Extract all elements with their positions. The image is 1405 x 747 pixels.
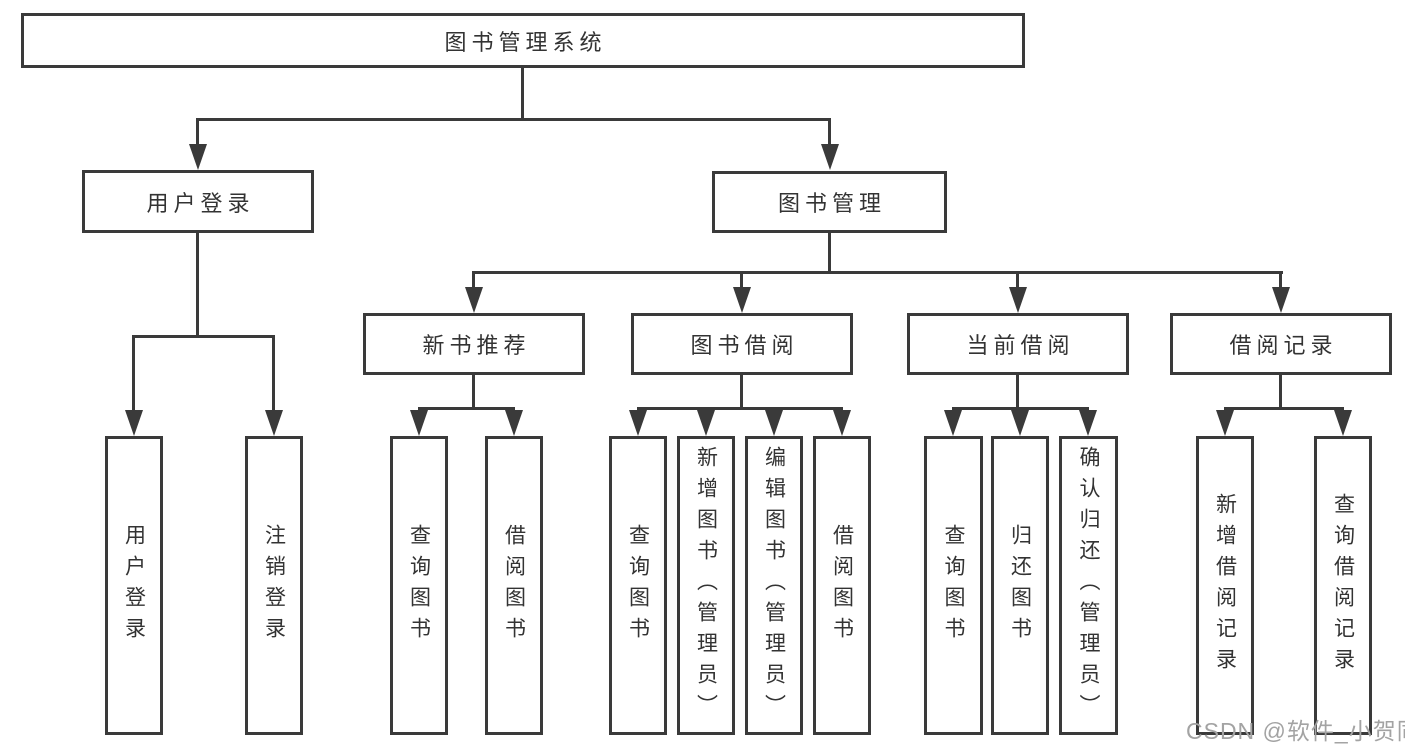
arrowhead-down-icon xyxy=(629,410,647,436)
leaf-query-book-current-label: 查询图书 xyxy=(942,523,965,648)
leaf-add-book-admin: 新增图书（管理员） xyxy=(677,436,735,735)
node-root-label: 图书管理系统 xyxy=(444,29,607,55)
connector-line xyxy=(196,118,199,148)
node-new-book-recommend: 新书推荐 xyxy=(363,313,585,375)
csdn-watermark: CSDN @软件_小贺同学 xyxy=(1186,718,1405,744)
node-borrowing-records: 借阅记录 xyxy=(1170,313,1392,375)
connector-line xyxy=(272,335,275,415)
connector-user-login-branch xyxy=(133,335,275,338)
arrowhead-down-icon xyxy=(465,287,483,313)
leaf-query-book-recommend: 查询图书 xyxy=(390,436,448,735)
arrowhead-down-icon xyxy=(125,410,143,436)
leaf-query-book-borrowing-label: 查询图书 xyxy=(626,523,650,648)
connector-line xyxy=(1279,271,1282,291)
connector-stem xyxy=(740,375,743,410)
node-root: 图书管理系统 xyxy=(21,13,1025,68)
connector-stem xyxy=(1279,375,1282,410)
connector-root-stem xyxy=(521,68,524,121)
arrowhead-down-icon xyxy=(1009,287,1027,313)
connector-branch xyxy=(1224,407,1344,410)
connector-line xyxy=(1016,271,1019,291)
leaf-edit-book-admin-label: 编辑图书（管理员） xyxy=(762,446,786,725)
node-current-borrowing-label: 当前借阅 xyxy=(966,333,1075,358)
connector-line xyxy=(828,118,831,148)
leaf-confirm-return-admin: 确认归还（管理员） xyxy=(1059,436,1118,735)
leaf-return-book: 归还图书 xyxy=(991,436,1049,735)
arrowhead-down-icon xyxy=(944,410,962,436)
arrowhead-down-icon xyxy=(410,410,428,436)
arrowhead-down-icon xyxy=(1216,410,1234,436)
arrowhead-down-icon xyxy=(765,410,783,436)
leaf-query-borrow-record-label: 查询借阅记录 xyxy=(1331,492,1355,679)
node-book-borrowing-label: 图书借阅 xyxy=(690,333,799,358)
leaf-add-borrow-record: 新增借阅记录 xyxy=(1196,436,1254,735)
arrowhead-down-icon xyxy=(1334,410,1352,436)
connector-line xyxy=(132,335,135,415)
arrowhead-down-icon xyxy=(697,410,715,436)
leaf-query-book-borrowing: 查询图书 xyxy=(609,436,667,735)
leaf-add-book-admin-label: 新增图书（管理员） xyxy=(694,446,718,725)
arrowhead-down-icon xyxy=(1272,287,1290,313)
node-borrowing-records-label: 借阅记录 xyxy=(1229,333,1338,358)
arrowhead-down-icon xyxy=(1079,410,1097,436)
node-book-management-label: 图书管理 xyxy=(777,191,886,216)
arrowhead-down-icon xyxy=(821,144,839,170)
connector-branch xyxy=(637,407,843,410)
arrowhead-down-icon xyxy=(265,410,283,436)
connector-level2-branch xyxy=(472,271,1283,274)
leaf-borrow-book-recommend-label: 借阅图书 xyxy=(502,523,526,648)
leaf-logout-label: 注销登录 xyxy=(262,523,286,648)
leaf-query-borrow-record: 查询借阅记录 xyxy=(1314,436,1372,735)
node-book-management: 图书管理 xyxy=(712,171,947,233)
leaf-user-login-label: 用户登录 xyxy=(122,523,146,648)
arrowhead-down-icon xyxy=(505,410,523,436)
leaf-return-book-label: 归还图书 xyxy=(1008,523,1032,648)
node-new-book-recommend-label: 新书推荐 xyxy=(422,333,531,358)
arrowhead-down-icon xyxy=(833,410,851,436)
leaf-add-borrow-record-label: 新增借阅记录 xyxy=(1213,492,1237,679)
node-book-borrowing: 图书借阅 xyxy=(631,313,853,375)
connector-branch xyxy=(418,407,515,410)
leaf-borrow-book: 借阅图书 xyxy=(813,436,871,735)
leaf-borrow-book-label: 借阅图书 xyxy=(830,523,854,648)
connector-line xyxy=(740,271,743,291)
leaf-query-book-current: 查询图书 xyxy=(924,436,983,735)
connector-book-mgmt-stem xyxy=(828,233,831,274)
connector-user-login-stem xyxy=(196,233,199,338)
node-user-login: 用户登录 xyxy=(82,170,314,233)
arrowhead-down-icon xyxy=(733,287,751,313)
connector-stem xyxy=(472,375,475,410)
leaf-borrow-book-recommend: 借阅图书 xyxy=(485,436,543,735)
leaf-edit-book-admin: 编辑图书（管理员） xyxy=(745,436,803,735)
arrowhead-down-icon xyxy=(1011,410,1029,436)
arrowhead-down-icon xyxy=(189,144,207,170)
connector-stem xyxy=(1016,375,1019,410)
connector-branch xyxy=(952,407,1089,410)
node-current-borrowing: 当前借阅 xyxy=(907,313,1129,375)
connector-level1-branch xyxy=(197,118,831,121)
leaf-query-book-recommend-label: 查询图书 xyxy=(407,523,431,648)
leaf-confirm-return-admin-label: 确认归还（管理员） xyxy=(1077,446,1100,725)
node-user-login-label: 用户登录 xyxy=(146,190,255,216)
connector-line xyxy=(472,271,475,291)
leaf-logout: 注销登录 xyxy=(245,436,303,735)
leaf-user-login: 用户登录 xyxy=(105,436,163,735)
